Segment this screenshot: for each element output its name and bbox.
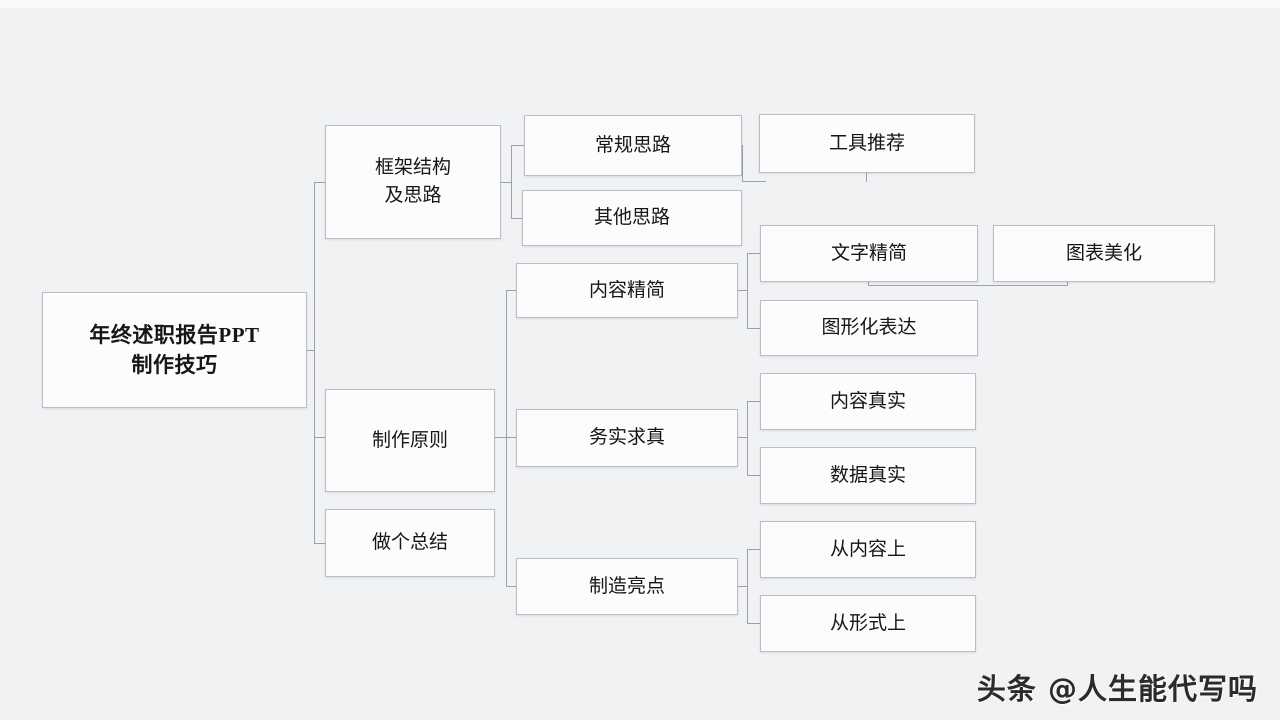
node-principles[interactable]: 制作原则: [325, 389, 495, 492]
connector-to-from-content: [747, 549, 761, 550]
node-data-real[interactable]: 数据真实: [760, 447, 976, 504]
connector-tool-drop: [866, 172, 867, 182]
node-tool-recommend[interactable]: 工具推荐: [759, 114, 975, 173]
node-regular-approach[interactable]: 常规思路: [524, 115, 742, 176]
node-content-real[interactable]: 内容真实: [760, 373, 976, 430]
connector-principles-trunk: [506, 290, 507, 586]
connector-text-to-chart-horiz: [868, 285, 1068, 286]
connector-framework-trunk: [511, 145, 512, 218]
connector-pragmatic-trunk: [747, 401, 748, 475]
connector-to-graphic-expression: [747, 328, 761, 329]
node-summary[interactable]: 做个总结: [325, 509, 495, 577]
connector-to-content-simplify: [506, 290, 518, 291]
connector-highlights-trunk: [747, 549, 748, 623]
connector-pragmatic-stub: [736, 437, 748, 438]
node-create-highlights[interactable]: 制造亮点: [516, 558, 738, 615]
connector-to-pragmatic-truth: [506, 437, 518, 438]
watermark-text: 头条 @人生能代写吗: [976, 672, 1258, 706]
connector-to-data-real: [747, 475, 761, 476]
node-from-content[interactable]: 从内容上: [760, 521, 976, 578]
connector-to-framework: [314, 182, 326, 183]
connector-to-create-highlights: [506, 586, 518, 587]
connector-to-summary: [314, 543, 326, 544]
connector-to-regular-approach: [511, 145, 525, 146]
node-other-approach[interactable]: 其他思路: [522, 190, 742, 246]
node-pragmatic-truth[interactable]: 务实求真: [516, 409, 738, 467]
connector-to-from-form: [747, 623, 761, 624]
connector-to-text-simplify: [747, 253, 761, 254]
node-framework[interactable]: 框架结构 及思路: [325, 125, 501, 239]
connector-level2-trunk: [314, 182, 315, 544]
connector-framework-stub: [500, 182, 512, 183]
connector-to-content-real: [747, 401, 761, 402]
node-chart-beautify[interactable]: 图表美化: [993, 225, 1215, 282]
connector-content-stub: [736, 290, 748, 291]
connector-principles-stub: [494, 437, 506, 438]
connector-root-stub: [305, 350, 315, 351]
connector-to-other-approach: [511, 218, 523, 219]
connector-to-principles: [314, 437, 326, 438]
node-content-simplify[interactable]: 内容精简: [516, 263, 738, 318]
connector-text-to-chart-up: [868, 279, 869, 286]
connector-regular-to-tool-horiz: [742, 181, 766, 182]
node-from-form[interactable]: 从形式上: [760, 595, 976, 652]
node-root[interactable]: 年终述职报告PPT 制作技巧: [42, 292, 307, 408]
connector-content-trunk: [747, 253, 748, 328]
connector-regular-to-tool-vert: [742, 145, 743, 181]
connector-chart-drop: [1067, 279, 1068, 286]
connector-highlights-stub: [736, 586, 748, 587]
node-text-simplify[interactable]: 文字精简: [760, 225, 978, 282]
node-graphic-expression[interactable]: 图形化表达: [760, 300, 978, 356]
